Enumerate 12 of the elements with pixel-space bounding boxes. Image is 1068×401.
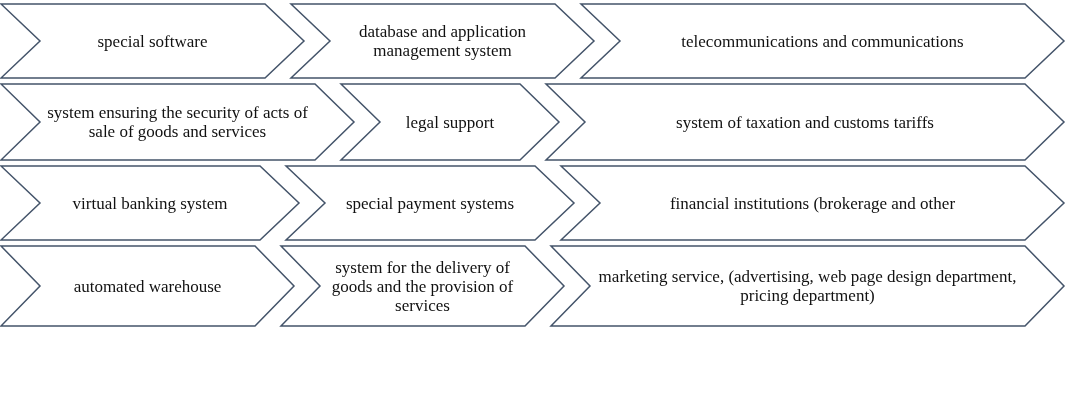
step-label: financial institutions (brokerage and other [669, 193, 956, 213]
step-label: automated warehouse [73, 276, 222, 296]
step-label: system for the delivery of goods and the provision of services [330, 257, 515, 315]
step-label: database and application management system [357, 22, 528, 60]
step-label: system of taxation and customs tariffs [676, 112, 934, 132]
step-label: virtual banking system [72, 193, 228, 213]
step-label: special software [97, 31, 208, 51]
step-label: telecommunications and communications [681, 31, 964, 51]
step-label: marketing service, (advertising, web page design department, pricing department) [597, 267, 1018, 305]
step-label: special payment systems [345, 193, 515, 213]
step-label: legal support [405, 112, 495, 132]
step-label: system ensuring the security of acts of sale of goods and services [46, 103, 309, 141]
